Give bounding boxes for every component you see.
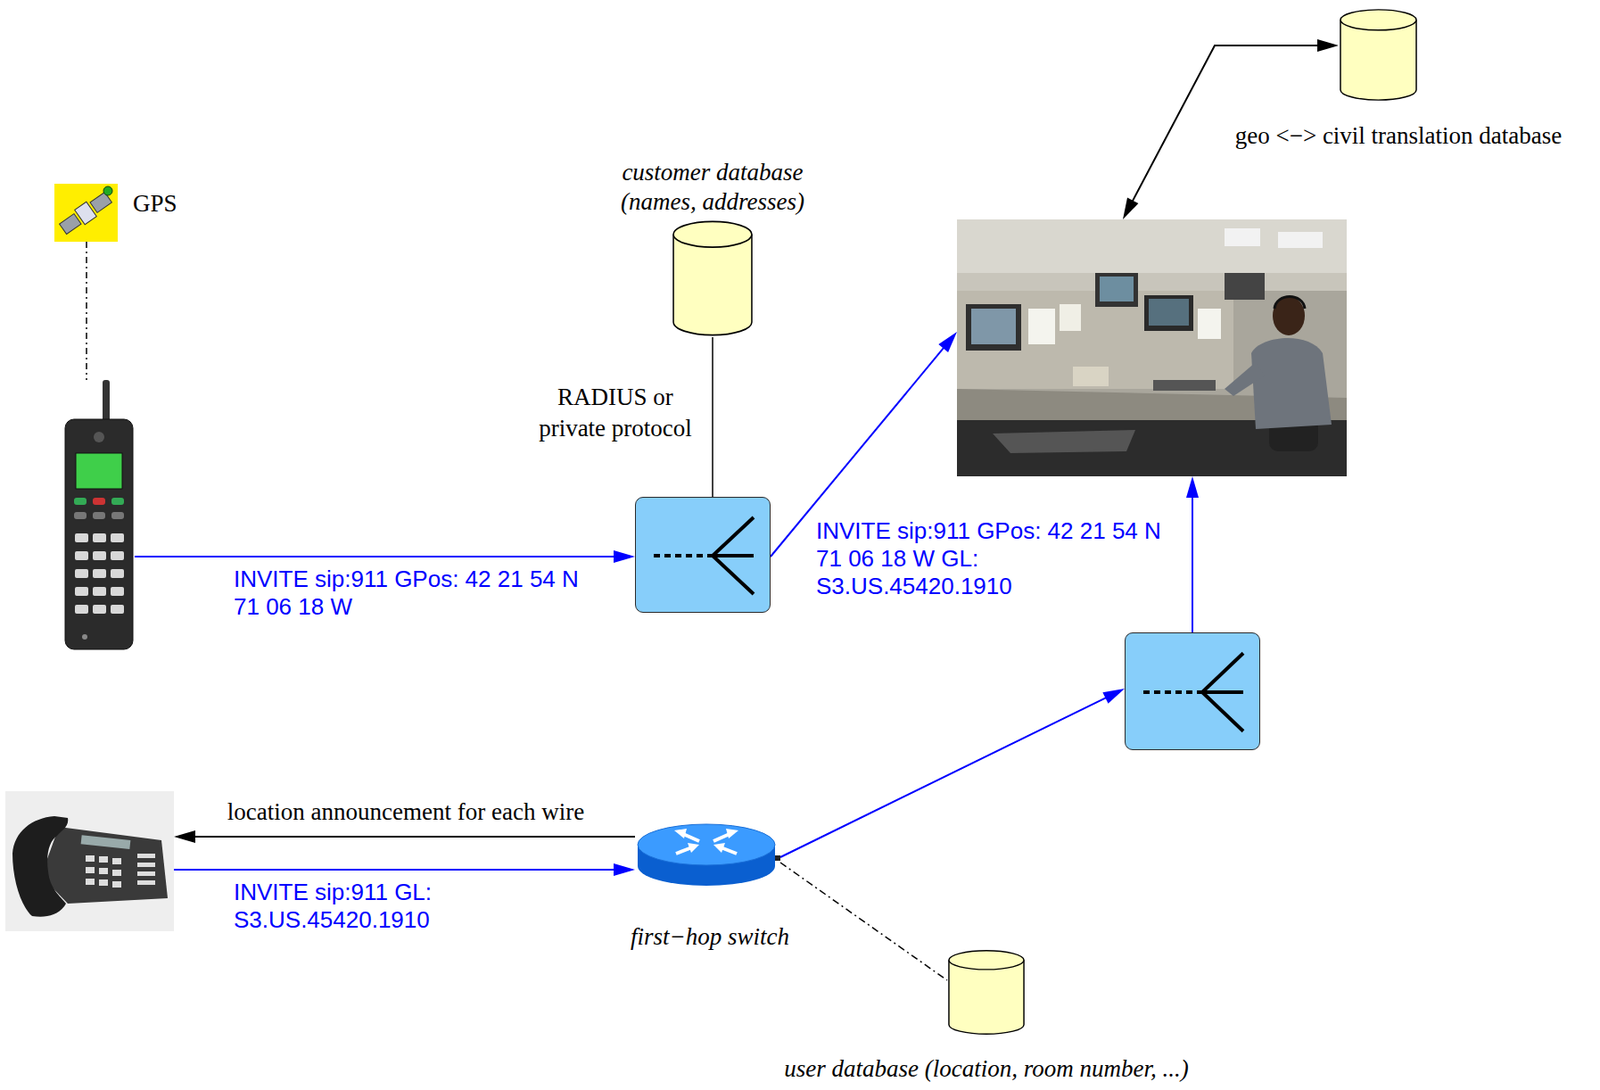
arrowhead <box>613 863 636 876</box>
sip-proxy-box <box>635 496 771 613</box>
connector-arrow <box>780 862 948 981</box>
shape-illustration <box>948 950 1024 1034</box>
connector-arrow <box>1186 476 1199 633</box>
arrowhead <box>1186 476 1199 498</box>
arrowhead <box>613 550 636 563</box>
shape-illustration <box>637 824 781 886</box>
shape-illustration <box>956 219 1347 477</box>
gps-icon-node-shape <box>54 183 118 242</box>
node-label: customer database (names, addresses) <box>614 157 811 216</box>
connector-line <box>173 868 620 871</box>
connector-line <box>85 241 88 380</box>
edge-label: INVITE sip:911 GPos: 42 21 54 N 71 06 18… <box>816 517 1173 602</box>
shape-illustration <box>1340 9 1417 100</box>
connector-line <box>1191 491 1194 633</box>
shape-illustration <box>653 517 754 594</box>
shape-illustration <box>673 221 752 335</box>
connector-line <box>780 694 1112 858</box>
connector-line <box>780 862 948 981</box>
connector-arrow <box>712 337 714 497</box>
database-node: customer database (names, addresses) <box>671 219 754 338</box>
database-node: user database (location, room number, ..… <box>947 948 1026 1036</box>
arrowhead <box>938 331 957 353</box>
desk-phone-node <box>5 791 174 932</box>
connector-arrow <box>173 830 636 843</box>
operator-photo-node-shape <box>956 219 1347 477</box>
database-node: geo <−> civil translation database <box>1338 8 1419 102</box>
router-switch-node-shape <box>635 821 781 889</box>
sip-proxy-box-shape <box>635 497 772 614</box>
node-label: user database (location, room number, ..… <box>783 1054 1188 1083</box>
sip-proxy-box-shape <box>1125 633 1262 751</box>
arrowhead <box>1317 39 1339 52</box>
arrowhead <box>1102 688 1125 704</box>
gps-icon-node: GPS <box>54 183 118 242</box>
sip-proxy-box <box>1124 632 1261 751</box>
database-node-shape <box>671 219 754 338</box>
edge-label: INVITE sip:911 GL: S3.US.45420.1910 <box>233 878 457 934</box>
edge-label: INVITE sip:911 GPos: 42 21 54 N 71 06 18… <box>233 565 591 621</box>
connector-arrow <box>173 863 636 876</box>
node-label: first−hop switch <box>630 922 790 951</box>
shape-illustration <box>54 183 118 242</box>
connector-arrow <box>780 688 1125 858</box>
database-node-shape <box>947 948 1026 1036</box>
connector-line <box>134 555 620 558</box>
connector-line <box>711 337 714 497</box>
node-label: GPS <box>132 189 178 218</box>
edge-label: location announcement for each wire <box>227 796 585 828</box>
mobile-phone-node-shape <box>63 379 135 652</box>
mobile-phone-node <box>63 379 135 652</box>
desk-phone-node-shape <box>5 791 174 932</box>
arrowhead <box>1122 197 1139 220</box>
edge-label: RADIUS or private protocol <box>530 381 701 445</box>
arrowhead <box>173 830 196 843</box>
operator-photo-node <box>956 219 1347 477</box>
connector-arrow <box>134 550 636 563</box>
database-node-shape <box>1338 8 1419 102</box>
shape-illustration <box>65 379 133 650</box>
shape-illustration <box>1143 652 1244 731</box>
shape-illustration <box>5 791 174 932</box>
router-switch-node: first−hop switch <box>635 821 781 889</box>
node-label: geo <−> civil translation database <box>1235 121 1563 150</box>
connector-arrow <box>86 241 88 380</box>
connector-line <box>189 835 636 838</box>
